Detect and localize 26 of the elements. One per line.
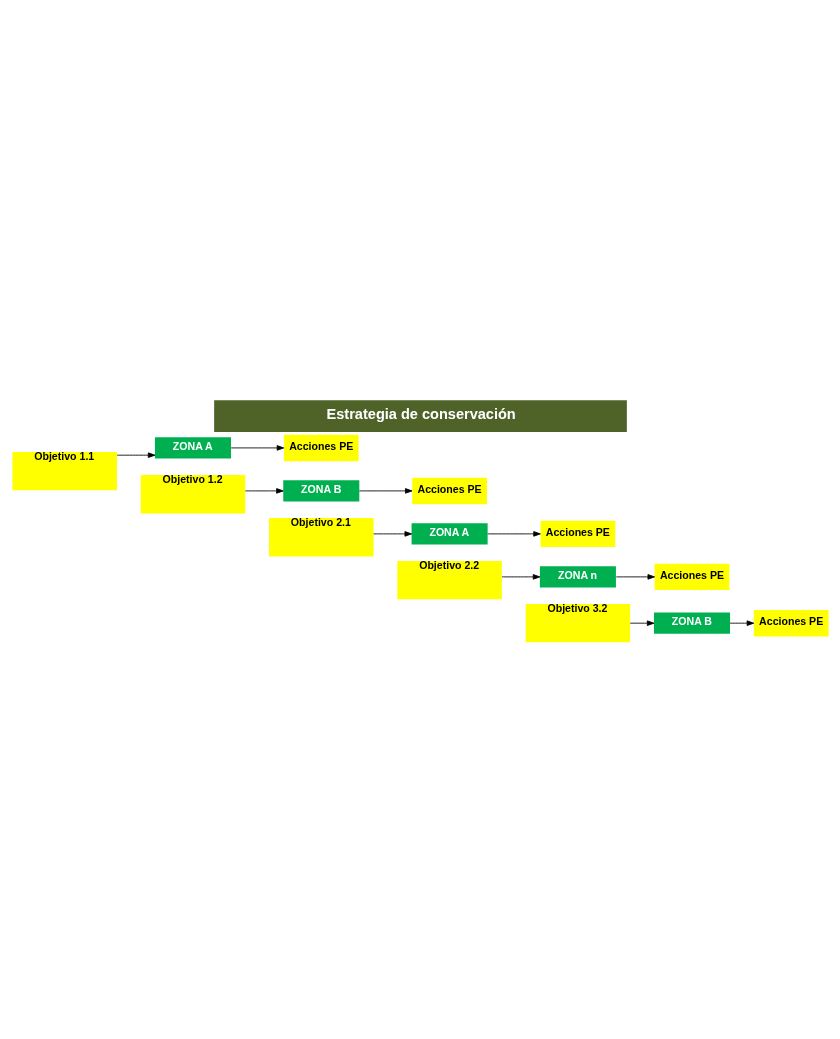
node-box: Objetivo 2.1: [268, 517, 374, 556]
node-box: Acciones PE: [411, 477, 487, 504]
node-box: Acciones PE: [654, 563, 729, 590]
node-box: Objetivo 1.1: [11, 451, 117, 490]
node-box: Objetivo 1.2: [140, 474, 245, 513]
arrow: [615, 573, 655, 580]
arrow: [729, 619, 754, 626]
node-box: ZONA B: [282, 479, 359, 501]
arrow: [372, 530, 412, 537]
node-box: ZONA B: [653, 612, 730, 634]
arrow: [244, 487, 284, 494]
arrow: [629, 619, 654, 626]
arrow: [230, 444, 284, 451]
node-box: Objetivo 2.2: [396, 560, 502, 599]
node-box: Acciones PE: [283, 434, 359, 461]
arrow: [486, 530, 541, 537]
node-box: Acciones PE: [540, 520, 615, 547]
node-box: Acciones PE: [753, 609, 829, 636]
node-box: ZONA A: [411, 522, 488, 544]
node-box: ZONA A: [154, 436, 231, 458]
arrow: [358, 487, 412, 494]
node-box: ZONA n: [539, 565, 616, 587]
node-box: Objetivo 3.2: [525, 603, 630, 642]
arrow: [116, 451, 155, 458]
arrow: [501, 573, 540, 580]
diagram-title: Estrategia de conservación: [326, 405, 516, 422]
